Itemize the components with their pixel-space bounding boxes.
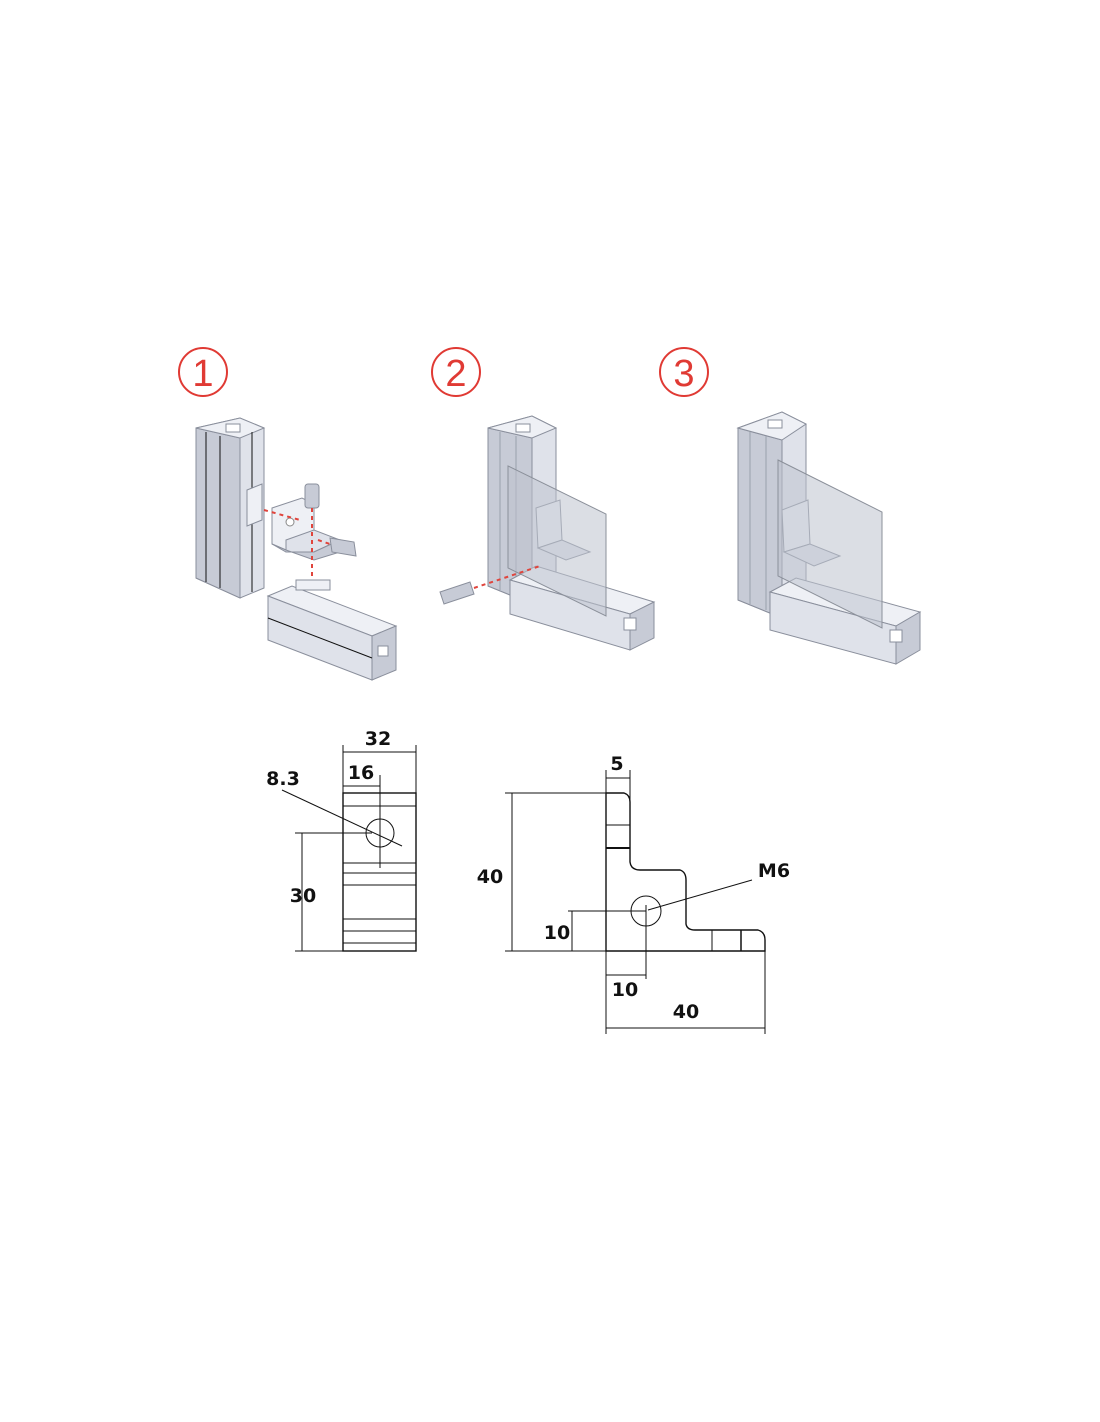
thickness-dimension: 5 bbox=[610, 753, 623, 775]
step-3-number: 3 bbox=[673, 353, 694, 395]
assembly-guide-line-2 bbox=[473, 565, 541, 589]
glass-panel bbox=[777, 459, 883, 629]
height-dimension: 40 bbox=[477, 866, 503, 888]
assembly-guide-lines-1 bbox=[263, 508, 331, 590]
step-1-marker: 1 bbox=[178, 347, 228, 397]
step-2-illustration bbox=[439, 415, 656, 651]
hole-height-dimension: 30 bbox=[290, 885, 316, 907]
diameter-leader bbox=[281, 789, 403, 847]
step-2-marker: 2 bbox=[431, 347, 481, 397]
step-1-number: 1 bbox=[192, 353, 213, 395]
hole-offset-dimension: 10 bbox=[612, 979, 638, 1001]
step-3-illustration bbox=[736, 411, 922, 665]
hole-diameter-dimension: 8.3 bbox=[266, 768, 300, 790]
side-view-drawing: 5 40 10 10 40 M6 bbox=[477, 753, 790, 1034]
screw-vertical bbox=[304, 483, 320, 509]
vertical-profile bbox=[195, 417, 266, 599]
screw-horizontal bbox=[329, 537, 357, 557]
glass-panel bbox=[507, 465, 607, 617]
hole-height-dimension: 10 bbox=[544, 922, 570, 944]
screw bbox=[439, 581, 475, 605]
thread-size-label: M6 bbox=[758, 860, 790, 882]
step-2-number: 2 bbox=[445, 353, 466, 395]
hole-offset-dimension: 16 bbox=[348, 762, 374, 784]
thread-leader bbox=[647, 879, 753, 911]
width-dimension: 40 bbox=[673, 1001, 699, 1023]
horizontal-profile bbox=[266, 579, 398, 681]
step-3-marker: 3 bbox=[659, 347, 709, 397]
step-1-illustration bbox=[195, 417, 398, 681]
front-view-drawing: 32 16 8.3 30 bbox=[266, 728, 417, 952]
width-dimension: 32 bbox=[365, 728, 391, 750]
